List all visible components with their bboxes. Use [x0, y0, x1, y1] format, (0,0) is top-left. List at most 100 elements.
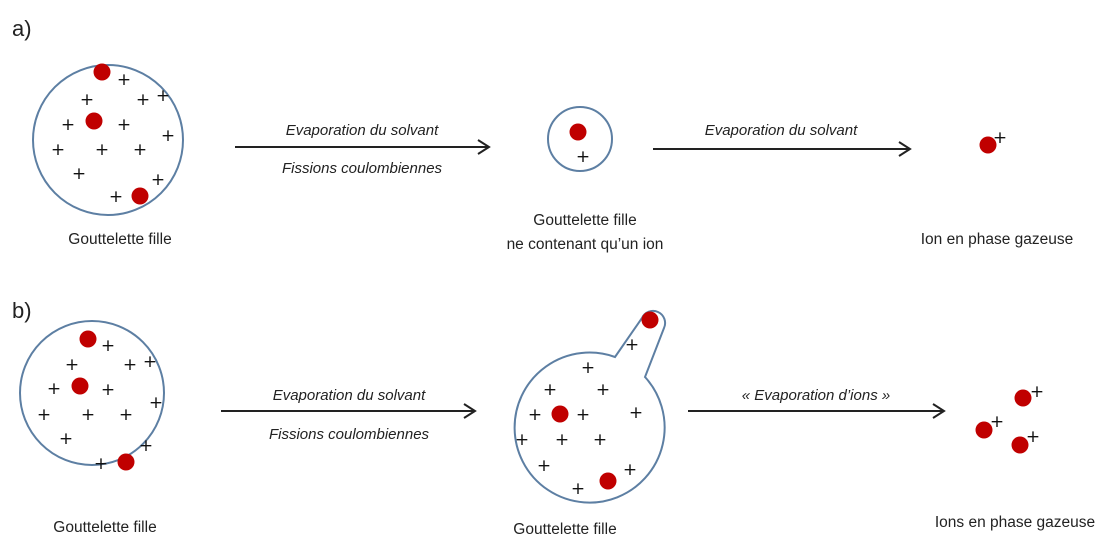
charge-plus: + [65, 355, 79, 375]
panel-a-arrow-1-label-bottom: Fissions coulombiennes [282, 160, 443, 177]
charge-plus: + [136, 90, 150, 110]
charge-plus: + [117, 115, 131, 135]
gas-charges: + [993, 128, 1007, 148]
arrow-head [932, 403, 946, 419]
panel-b-arrow-2 [688, 403, 946, 419]
charge-plus: + [629, 403, 643, 423]
panel-b-ejecting-droplet: +++++++++++++ [513, 309, 667, 504]
charge-plus: + [72, 164, 86, 184]
panel-b-arrow-2-label: « Evaporation d’ions » [742, 387, 890, 404]
droplet-charges: +++++++++++++ [37, 336, 163, 474]
charge-plus: + [156, 86, 170, 106]
panel-a-caption-3: Ion en phase gazeuse [921, 231, 1074, 248]
ion-dot [979, 136, 997, 154]
charge-plus: + [119, 405, 133, 425]
panel-a-large-droplet: +++++++++++++ [32, 63, 184, 216]
droplet-charges: +++++++++++++ [51, 70, 175, 207]
charge-plus: + [593, 430, 607, 450]
charge-plus: + [625, 335, 639, 355]
ion-dot [641, 311, 659, 329]
charge-plus: + [143, 352, 157, 372]
charge-plus: + [576, 405, 590, 425]
charge-plus: + [1030, 382, 1044, 402]
charge-plus: + [993, 128, 1007, 148]
charge-plus: + [133, 140, 147, 160]
panel-a-arrow-1-label-top: Evaporation du solvant [286, 122, 439, 139]
droplet-outline [32, 64, 184, 216]
charge-plus: + [80, 90, 94, 110]
arrow-head [898, 141, 912, 157]
droplet-outline [19, 320, 165, 466]
panel-a-letter: a) [12, 16, 32, 41]
ion-dot [551, 405, 569, 423]
panel-b-letter: b) [12, 298, 32, 323]
ion-dot [131, 187, 149, 205]
panel-b-gas-phase-ions: + + + [975, 382, 1044, 454]
charge-plus: + [81, 405, 95, 425]
ion-dot [117, 453, 135, 471]
charge-plus: + [596, 380, 610, 400]
panel-b: b) +++++++++++++ Gouttelette fille Evapo… [12, 298, 1095, 536]
droplet-ions [569, 123, 587, 141]
panel-a: a) +++++++++++++ Gouttelette fille Evapo… [12, 16, 1073, 253]
gas-ions [975, 389, 1032, 454]
charge-plus: + [59, 429, 73, 449]
charge-plus: + [101, 380, 115, 400]
panel-b-arrow-1-label-top: Evaporation du solvant [273, 387, 426, 404]
charge-plus: + [94, 454, 108, 474]
ion-dot [93, 63, 111, 81]
panel-b-arrow-1 [221, 403, 477, 419]
gas-ions [979, 136, 997, 154]
charge-plus: + [161, 126, 175, 146]
panel-b-caption-3: Ions en phase gazeuse [935, 514, 1095, 531]
panel-a-caption-2-line-1: Gouttelette fille [533, 212, 636, 229]
ion-dot [79, 330, 97, 348]
charge-plus: + [576, 147, 590, 167]
droplet-charges: + [576, 147, 590, 167]
charge-plus: + [123, 355, 137, 375]
gas-charges: + + + [990, 382, 1044, 447]
charge-plus: + [117, 70, 131, 90]
charge-plus: + [515, 430, 529, 450]
charge-plus: + [47, 379, 61, 399]
droplet-ions [71, 330, 135, 471]
charge-plus: + [571, 479, 585, 499]
arrow-head [477, 139, 491, 155]
droplet-outline [513, 309, 667, 504]
charge-plus: + [543, 380, 557, 400]
charge-plus: + [109, 187, 123, 207]
charge-plus: + [581, 358, 595, 378]
charge-plus: + [149, 393, 163, 413]
charge-plus: + [537, 456, 551, 476]
ion-dot [85, 112, 103, 130]
droplet-ions [85, 63, 149, 205]
ion-dot [975, 421, 993, 439]
charge-plus: + [101, 336, 115, 356]
panel-b-arrow-1-label-bottom: Fissions coulombiennes [269, 426, 430, 443]
ion-dot [71, 377, 89, 395]
panel-a-arrow-1 [235, 139, 491, 155]
panel-a-arrow-2-label: Evaporation du solvant [705, 122, 858, 139]
panel-b-large-droplet: +++++++++++++ [19, 320, 165, 474]
panel-a-arrow-2 [653, 141, 912, 157]
panel-a-caption-2-line-2: ne contenant qu’un ion [507, 236, 664, 253]
ion-dot [599, 472, 617, 490]
charge-plus: + [555, 430, 569, 450]
arrow-head [463, 403, 477, 419]
panel-a-gas-phase-ion: + [979, 128, 1007, 154]
charge-plus: + [623, 460, 637, 480]
panel-a-small-droplet: + [547, 106, 613, 172]
charge-plus: + [37, 405, 51, 425]
ion-dot [569, 123, 587, 141]
charge-plus: + [1026, 427, 1040, 447]
ion-dot [1014, 389, 1032, 407]
panel-b-caption-1: Gouttelette fille [53, 519, 156, 536]
charge-plus: + [528, 405, 542, 425]
charge-plus: + [61, 115, 75, 135]
ion-dot [1011, 436, 1029, 454]
droplet-ions [551, 311, 659, 490]
charge-plus: + [51, 140, 65, 160]
charge-plus: + [139, 436, 153, 456]
charge-plus: + [990, 412, 1004, 432]
